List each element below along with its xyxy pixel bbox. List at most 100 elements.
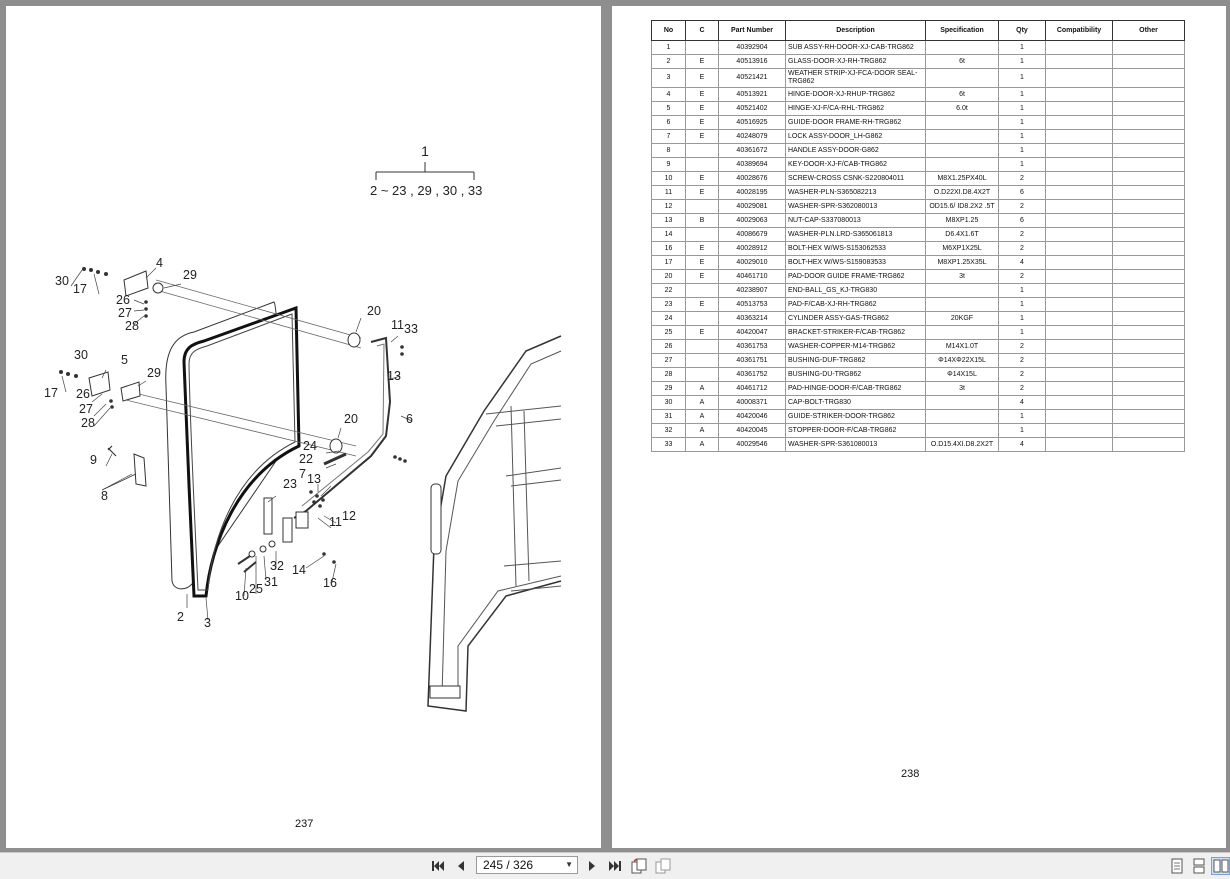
- table-cell: 22: [651, 283, 686, 298]
- table-cell: [685, 199, 719, 214]
- table-cell: 27: [651, 353, 686, 368]
- table-cell: [1045, 87, 1113, 102]
- previous-view-icon[interactable]: [630, 857, 648, 875]
- table-cell: KEY-DOOR-XJ-F/CAB-TRG862: [785, 157, 926, 172]
- table-cell: 40513753: [718, 297, 786, 312]
- continuous-view-icon[interactable]: [1190, 857, 1208, 875]
- table-cell: E: [685, 87, 719, 102]
- table-cell: [1045, 54, 1113, 69]
- table-cell: BUSHING-DUF-TRG862: [785, 353, 926, 368]
- table-cell: 2: [998, 339, 1046, 354]
- table-cell: 40363214: [718, 311, 786, 326]
- callout-20: 20: [344, 412, 358, 426]
- table-cell: [1112, 353, 1185, 368]
- table-cell: [685, 227, 719, 242]
- table-cell: 40461712: [718, 381, 786, 396]
- table-cell: [1045, 325, 1113, 340]
- table-cell: O.D22XI.D8.4X2T: [925, 185, 999, 200]
- table-cell: 4: [651, 87, 686, 102]
- column-header: Description: [785, 20, 926, 41]
- table-cell: E: [685, 129, 719, 144]
- table-cell: [925, 395, 999, 410]
- table-cell: M8XP1.25: [925, 213, 999, 228]
- table-cell: M6XP1X25L: [925, 241, 999, 256]
- table-cell: [1112, 437, 1185, 452]
- table-cell: 9: [651, 157, 686, 172]
- callout-30: 30: [74, 348, 88, 362]
- table-cell: 2: [998, 171, 1046, 186]
- table-cell: [925, 157, 999, 172]
- callout-29: 29: [183, 268, 197, 282]
- table-cell: LOCK ASSY-DOOR_LH-G862: [785, 129, 926, 144]
- table-cell: 40461710: [718, 269, 786, 284]
- table-cell: [1112, 143, 1185, 158]
- table-cell: 40361672: [718, 143, 786, 158]
- table-cell: [1112, 381, 1185, 396]
- two-page-view-icon[interactable]: [1211, 857, 1230, 875]
- next-page-icon[interactable]: [585, 857, 599, 875]
- callout-14: 14: [292, 563, 306, 577]
- table-cell: 7: [651, 129, 686, 144]
- table-cell: [1045, 255, 1113, 270]
- table-cell: 1: [998, 325, 1046, 340]
- callout-2: 2: [177, 610, 184, 624]
- next-view-icon[interactable]: [654, 857, 672, 875]
- last-page-icon[interactable]: [607, 857, 623, 875]
- table-cell: 40238907: [718, 283, 786, 298]
- table-cell: HINGE-XJ-F/CA-RHL-TRG862: [785, 101, 926, 116]
- table-cell: [925, 409, 999, 424]
- table-cell: E: [685, 68, 719, 88]
- callout-25: 25: [249, 582, 263, 596]
- table-cell: [685, 143, 719, 158]
- table-cell: A: [685, 381, 719, 396]
- callout-10: 10: [235, 589, 249, 603]
- table-cell: 4: [998, 255, 1046, 270]
- callout-12: 12: [342, 509, 356, 523]
- table-cell: [925, 129, 999, 144]
- table-cell: WASHER-SPR-S362080013: [785, 199, 926, 214]
- table-cell: [1112, 54, 1185, 69]
- table-cell: 1: [998, 409, 1046, 424]
- page-number-select[interactable]: 245 / 326 ▼: [476, 856, 578, 874]
- table-cell: [1112, 157, 1185, 172]
- callout-30: 30: [55, 274, 69, 288]
- chevron-down-icon: ▼: [565, 860, 573, 869]
- previous-page-icon[interactable]: [454, 857, 468, 875]
- table-cell: PAD-HINGE-DOOR-F/CAB-TRG862: [785, 381, 926, 396]
- callout-17: 17: [73, 282, 87, 296]
- table-cell: 40392904: [718, 40, 786, 55]
- table-cell: 10: [651, 171, 686, 186]
- single-page-view-icon[interactable]: [1168, 857, 1186, 875]
- table-cell: 16: [651, 241, 686, 256]
- table-cell: A: [685, 395, 719, 410]
- parts-table: No C Part Number Description Specificati…: [651, 20, 1185, 452]
- table-cell: 1: [998, 423, 1046, 438]
- table-cell: 40521421: [718, 68, 786, 88]
- callout-13: 13: [387, 369, 401, 383]
- first-page-icon[interactable]: [430, 857, 446, 875]
- table-cell: 1: [998, 157, 1046, 172]
- table-cell: [1112, 269, 1185, 284]
- table-cell: [1045, 241, 1113, 256]
- callout-27: 27: [118, 306, 132, 320]
- column-header: Compatibility: [1045, 20, 1113, 41]
- table-cell: 13: [651, 213, 686, 228]
- table-cell: CAP-BOLT-TRG830: [785, 395, 926, 410]
- table-cell: 40361751: [718, 353, 786, 368]
- table-cell: [1112, 87, 1185, 102]
- right-page: No C Part Number Description Specificati…: [612, 6, 1226, 848]
- table-cell: 29: [651, 381, 686, 396]
- table-cell: 1: [998, 297, 1046, 312]
- table-cell: 40420046: [718, 409, 786, 424]
- callout-28: 28: [125, 319, 139, 333]
